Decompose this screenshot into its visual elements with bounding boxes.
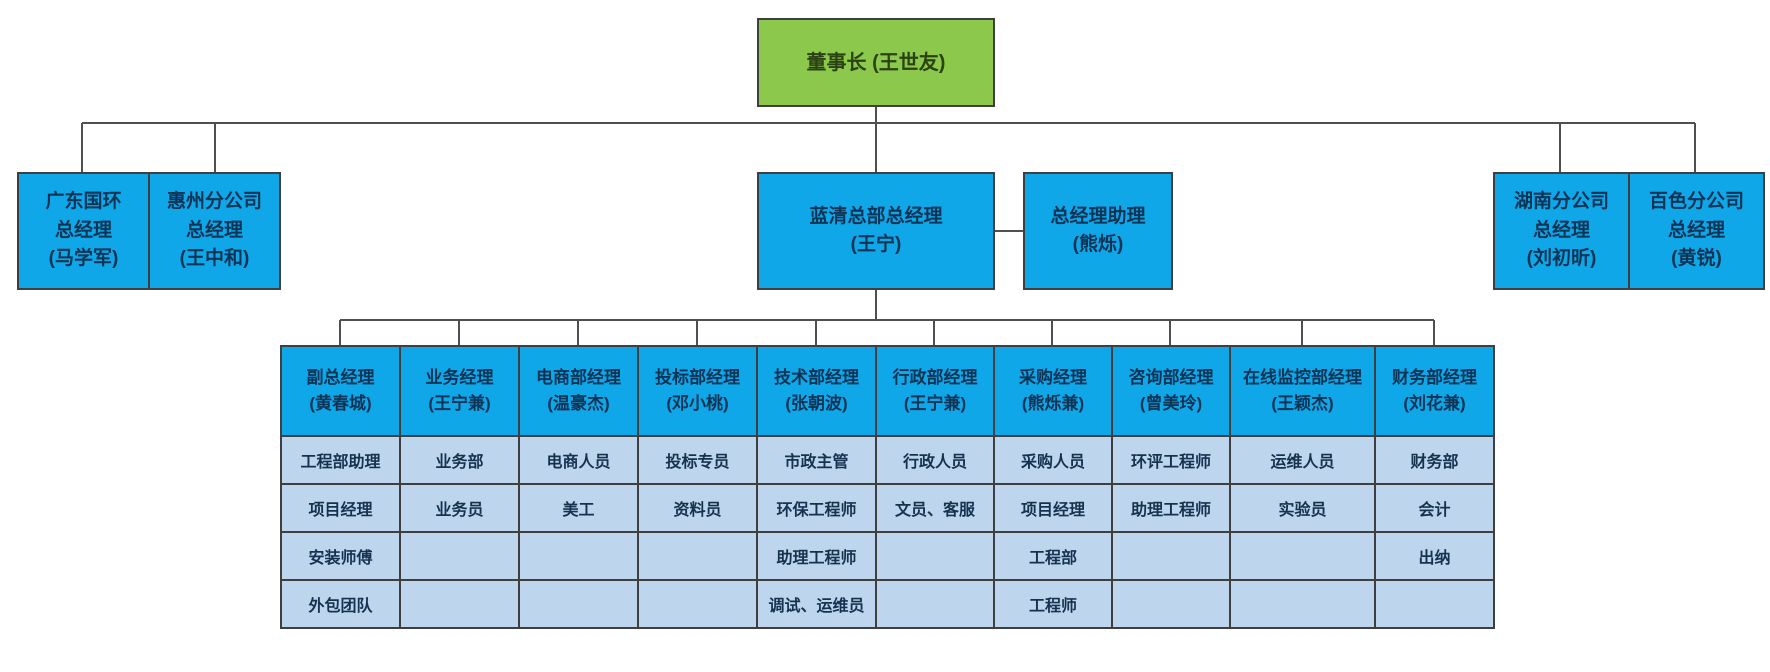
staff-cell: 安装师傅 xyxy=(280,531,401,581)
staff-cell xyxy=(1229,579,1376,629)
staff-cell xyxy=(1229,531,1376,581)
exec-box-lanqing-hq-gm: 蓝清总部总经理 (王宁) xyxy=(757,172,995,290)
dept-header-procurement: 采购经理 (熊烁兼) xyxy=(993,345,1113,437)
staff-cell xyxy=(1111,579,1231,629)
staff-cell: 实验员 xyxy=(1229,483,1376,533)
staff-row: 外包团队 调试、运维员 工程师 xyxy=(280,579,1495,629)
staff-cell: 工程部助理 xyxy=(280,435,401,485)
staff-cell: 助理工程师 xyxy=(1111,483,1231,533)
staff-cell: 投标专员 xyxy=(637,435,758,485)
dept-header-ecommerce: 电商部经理 (温豪杰) xyxy=(518,345,639,437)
staff-cell xyxy=(1374,579,1495,629)
staff-row: 安装师傅 助理工程师 工程部 出纳 xyxy=(280,531,1495,581)
staff-cell: 财务部 xyxy=(1374,435,1495,485)
exec-box-baise-branch: 百色分公司 总经理 (黄锐) xyxy=(1628,172,1765,290)
staff-cell: 环评工程师 xyxy=(1111,435,1231,485)
staff-row: 项目经理 业务员 美工 资料员 环保工程师 文员、客服 项目经理 助理工程师 实… xyxy=(280,483,1495,533)
dept-header-row: 副总经理 (黄春城) 业务经理 (王宁兼) 电商部经理 (温豪杰) 投标部经理 … xyxy=(280,345,1495,437)
staff-cell: 运维人员 xyxy=(1229,435,1376,485)
staff-cell: 美工 xyxy=(518,483,639,533)
dept-header-vice-gm: 副总经理 (黄春城) xyxy=(280,345,401,437)
staff-cell: 工程部 xyxy=(993,531,1113,581)
dept-header-online-monitoring: 在线监控部经理 (王颖杰) xyxy=(1229,345,1376,437)
staff-cell xyxy=(399,579,520,629)
chairman-box: 董事长 (王世友) xyxy=(757,18,995,107)
exec-box-guangdong-guohuan: 广东国环 总经理 (马学军) xyxy=(17,172,150,290)
staff-cell: 出纳 xyxy=(1374,531,1495,581)
exec-box-huizhou-branch: 惠州分公司 总经理 (王中和) xyxy=(148,172,281,290)
staff-cell xyxy=(637,531,758,581)
dept-header-bidding: 投标部经理 (邓小桃) xyxy=(637,345,758,437)
staff-cell xyxy=(875,579,995,629)
exec-box-hunan-branch: 湖南分公司 总经理 (刘初昕) xyxy=(1493,172,1630,290)
staff-cell: 市政主管 xyxy=(756,435,877,485)
staff-cell: 电商人员 xyxy=(518,435,639,485)
dept-header-admin: 行政部经理 (王宁兼) xyxy=(875,345,995,437)
staff-cell xyxy=(518,531,639,581)
dept-header-technology: 技术部经理 (张朝波) xyxy=(756,345,877,437)
staff-cell: 业务部 xyxy=(399,435,520,485)
staff-cell: 工程师 xyxy=(993,579,1113,629)
staff-cell: 采购人员 xyxy=(993,435,1113,485)
staff-row: 工程部助理 业务部 电商人员 投标专员 市政主管 行政人员 采购人员 环评工程师… xyxy=(280,435,1495,485)
staff-cell xyxy=(1111,531,1231,581)
staff-cell xyxy=(399,531,520,581)
staff-cell: 会计 xyxy=(1374,483,1495,533)
staff-cell: 业务员 xyxy=(399,483,520,533)
staff-cell: 环保工程师 xyxy=(756,483,877,533)
staff-cell: 助理工程师 xyxy=(756,531,877,581)
staff-cell: 调试、运维员 xyxy=(756,579,877,629)
staff-cell xyxy=(518,579,639,629)
staff-cell: 外包团队 xyxy=(280,579,401,629)
departments-table: 副总经理 (黄春城) 业务经理 (王宁兼) 电商部经理 (温豪杰) 投标部经理 … xyxy=(280,345,1495,629)
staff-cell xyxy=(875,531,995,581)
dept-header-business: 业务经理 (王宁兼) xyxy=(399,345,520,437)
exec-box-gm-assistant: 总经理助理 (熊烁) xyxy=(1023,172,1173,290)
staff-cell: 资料员 xyxy=(637,483,758,533)
staff-cell: 行政人员 xyxy=(875,435,995,485)
staff-cell: 项目经理 xyxy=(280,483,401,533)
staff-cell xyxy=(637,579,758,629)
dept-header-consulting: 咨询部经理 (曾美玲) xyxy=(1111,345,1231,437)
staff-cell: 项目经理 xyxy=(993,483,1113,533)
staff-cell: 文员、客服 xyxy=(875,483,995,533)
dept-header-finance: 财务部经理 (刘花兼) xyxy=(1374,345,1495,437)
